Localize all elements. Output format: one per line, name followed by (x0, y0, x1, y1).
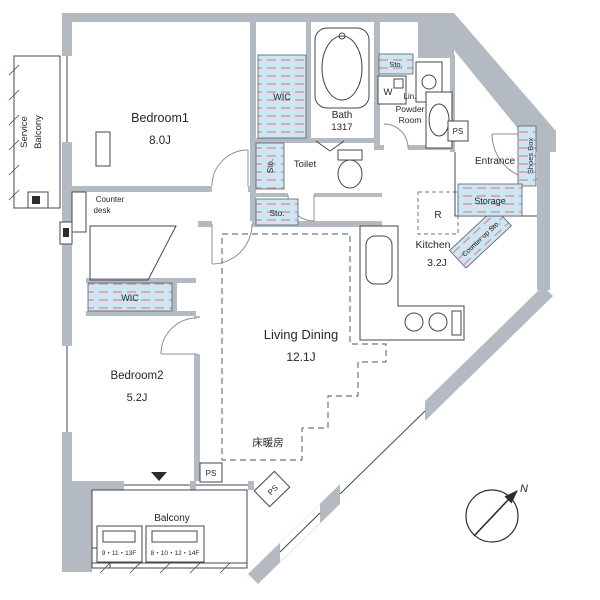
drain-mark (32, 196, 40, 204)
kitchen-label: Kitchen (415, 239, 450, 251)
bedroom2-label: Bedroom2 (110, 370, 163, 382)
door-direction-marker (151, 472, 167, 481)
room-toilet: Toilet (294, 149, 363, 189)
counter-up-sto-box: Counter up Sto. (449, 207, 512, 269)
refrigerator-label: R (434, 210, 441, 221)
floor-heating-label: 床暖房 (252, 436, 284, 449)
counter-desk-label-1: Counter (96, 195, 125, 204)
floor-heating-area (221, 233, 387, 461)
ps-label-1: PS (206, 469, 217, 478)
service-balcony-label-2: Balcony (33, 115, 44, 149)
stove-burner-1 (404, 312, 424, 332)
sto-side-label: Sto. (266, 159, 275, 173)
hatched-void-area (89, 225, 177, 281)
compass-needle (473, 499, 509, 537)
sink (428, 103, 450, 137)
bedroom1-closet (95, 131, 111, 167)
washer-space (377, 75, 407, 105)
floor-note-2: 8・10・12・14F (151, 550, 200, 557)
kitchen-counter (359, 225, 465, 341)
pipe-shafts: PS PS (199, 462, 291, 508)
toilet-bowl (337, 159, 363, 189)
ps-box-2: PS (253, 470, 291, 508)
sto-mid-box (255, 198, 299, 226)
stove-burner-2 (428, 312, 448, 332)
stove-grill (451, 310, 462, 336)
compass-arrowhead (504, 490, 518, 504)
room-bedroom2: Bedroom2 5.2J (110, 370, 163, 404)
service-balcony-label-1: Service (19, 116, 30, 148)
powder-label-2: Room (399, 115, 422, 125)
refrigerator-space (417, 191, 459, 235)
shoes-box-label: Shoes Box (526, 138, 535, 175)
service-balcony: Service Balcony (8, 55, 61, 209)
bedroom1-label: Bedroom1 (131, 111, 189, 125)
bath-faucet (338, 32, 346, 40)
compass-north-label: N (520, 483, 528, 495)
bath-label: Bath (332, 110, 353, 121)
doors (160, 123, 538, 355)
sto-top-label: Sto. (389, 60, 402, 69)
floor-note-1: 9・11・13F (102, 550, 137, 557)
room-powder: Sto. W Lin. Powder Room PS (377, 53, 469, 149)
linen-label: Lin. (404, 92, 417, 101)
entrance-label: Entrance (475, 156, 515, 167)
room-entrance: Entrance Shoes Box Storage (454, 125, 537, 217)
room-bedroom1: Bedroom1 8.0J (95, 111, 189, 167)
ps-top-label: PS (453, 127, 464, 136)
floor-note-box-2 (145, 525, 205, 563)
counter-desk-label-2: desk (94, 206, 112, 215)
living-label: Living Dining (264, 327, 338, 342)
service-balcony-hatch-ticks (8, 64, 20, 201)
sto-side-box (255, 142, 285, 190)
counter-desk: Counter desk (59, 191, 125, 245)
kitchen-sink (365, 235, 393, 285)
room-wic-left: WIC (87, 282, 173, 312)
storage-label: Storage (474, 196, 506, 206)
room-wic-top: WIC (257, 54, 307, 139)
toilet-label: Toilet (294, 159, 317, 170)
room-living-dining: Living Dining 12.1J 床暖房 (221, 233, 387, 461)
entrance-storage (457, 183, 523, 217)
wic-left-label: WIC (121, 293, 139, 303)
storage-boxes: Sto. Sto. (255, 142, 299, 226)
bedroom2-size: 5.2J (127, 392, 148, 404)
balcony-label: Balcony (154, 513, 190, 524)
bathtub (314, 27, 370, 109)
shoes-box (517, 125, 537, 187)
room-bathroom: Bath 1317 (314, 27, 370, 133)
bedroom1-size: 8.0J (149, 135, 171, 147)
living-size: 12.1J (286, 350, 315, 364)
windows (62, 56, 426, 562)
balcony: Balcony 9・11・13F 8・10・12・14F (91, 472, 248, 574)
wic-top-label: WIC (273, 92, 291, 102)
compass: N (465, 483, 528, 543)
sto-top-box (378, 53, 414, 75)
bath-size: 1317 (331, 122, 352, 133)
powder-label-1: Powder (396, 104, 425, 114)
ps-box-1 (199, 462, 223, 483)
sto-mid-label: Sto. (269, 208, 284, 218)
ps-top-box (447, 120, 469, 142)
washer-label: W (384, 87, 393, 98)
kitchen-size: 3.2J (427, 257, 447, 269)
toilet-tank (337, 149, 363, 161)
